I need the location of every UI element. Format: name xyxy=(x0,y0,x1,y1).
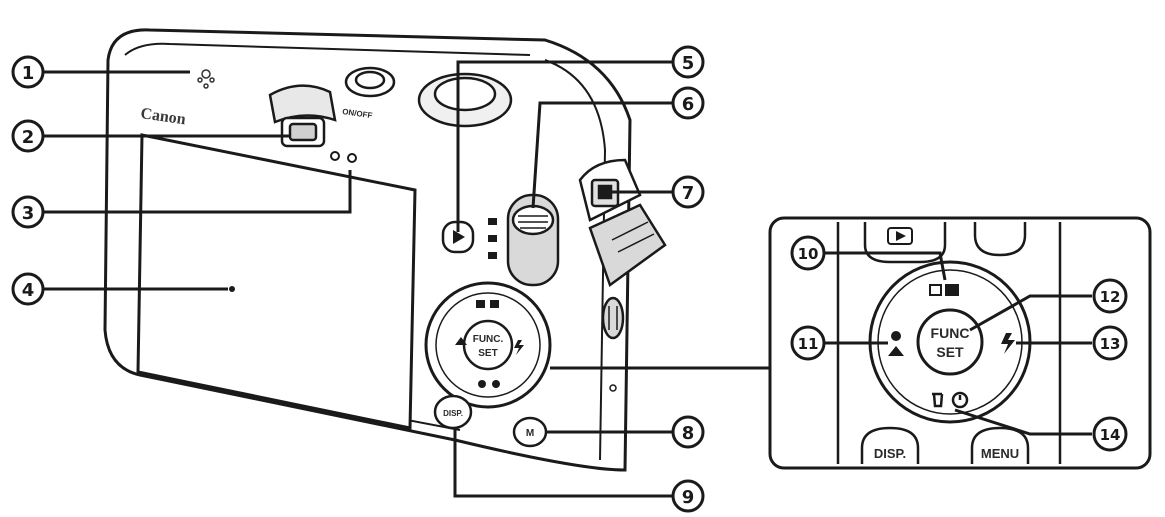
svg-text:10: 10 xyxy=(798,245,819,263)
shortcut-button-label: M xyxy=(526,428,534,439)
zoom-func-label-line2: SET xyxy=(936,344,964,360)
svg-text:4: 4 xyxy=(22,280,35,301)
svg-text:8: 8 xyxy=(682,423,695,444)
svg-text:14: 14 xyxy=(1100,426,1121,444)
mode-switch xyxy=(506,193,560,287)
zoom-macro-icon xyxy=(888,331,904,356)
tripod-screw xyxy=(609,384,617,392)
svg-text:3: 3 xyxy=(22,203,35,224)
func-set-button-line2: SET xyxy=(478,348,497,359)
zoom-func-label-line1: FUNC xyxy=(931,325,970,341)
zoom-menu-label: MENU xyxy=(981,446,1019,461)
digital-terminal xyxy=(578,158,667,287)
func-set-button-line1: FUNC. xyxy=(473,334,504,345)
svg-text:11: 11 xyxy=(798,335,819,353)
strap-mount xyxy=(601,296,625,340)
callout-12: 12 xyxy=(1092,278,1128,314)
zoom-delete-timer-icon xyxy=(932,391,969,409)
callout-lines xyxy=(44,60,1092,498)
callout-5: 5 xyxy=(671,45,705,79)
speaker-icon xyxy=(197,69,215,89)
callout-14: 14 xyxy=(1092,416,1128,452)
indicator-lamps xyxy=(330,151,357,163)
svg-text:6: 6 xyxy=(682,94,695,115)
svg-text:2: 2 xyxy=(22,127,35,148)
control-dial xyxy=(424,281,552,409)
mode-icons xyxy=(488,218,497,259)
svg-text:7: 7 xyxy=(682,183,695,204)
zoom-disp-label: DISP. xyxy=(874,446,906,461)
svg-text:1: 1 xyxy=(22,63,35,84)
zoom-inset xyxy=(768,216,1152,470)
zoom-exposure-icon xyxy=(929,284,959,296)
svg-text:13: 13 xyxy=(1100,335,1121,353)
callout-1: 1 xyxy=(11,55,45,89)
playback-button xyxy=(441,220,475,254)
svg-text:5: 5 xyxy=(682,53,695,74)
dial-icons xyxy=(455,300,524,388)
disp-button xyxy=(433,394,473,430)
svg-text:12: 12 xyxy=(1100,288,1121,306)
callout-4: 4 xyxy=(11,272,45,306)
shutter-button xyxy=(417,72,513,128)
callout-2: 2 xyxy=(11,119,45,153)
viewfinder xyxy=(268,84,337,148)
svg-text:9: 9 xyxy=(682,487,695,508)
callout-6: 6 xyxy=(671,86,705,120)
callout-9: 9 xyxy=(671,479,705,513)
power-label: ON/OFF xyxy=(342,107,373,120)
zoom-flash-icon xyxy=(1001,333,1015,354)
callout-8: 8 xyxy=(671,415,705,449)
callout-13: 13 xyxy=(1092,325,1128,361)
callout-3: 3 xyxy=(11,195,45,229)
disp-button-label: DISP. xyxy=(443,409,463,418)
brand-logo: Canon xyxy=(139,105,186,128)
power-button xyxy=(344,66,396,98)
callout-7: 7 xyxy=(671,175,705,209)
lcd-monitor xyxy=(136,133,417,430)
callout-11: 11 xyxy=(790,325,826,361)
callout-10: 10 xyxy=(790,235,826,271)
